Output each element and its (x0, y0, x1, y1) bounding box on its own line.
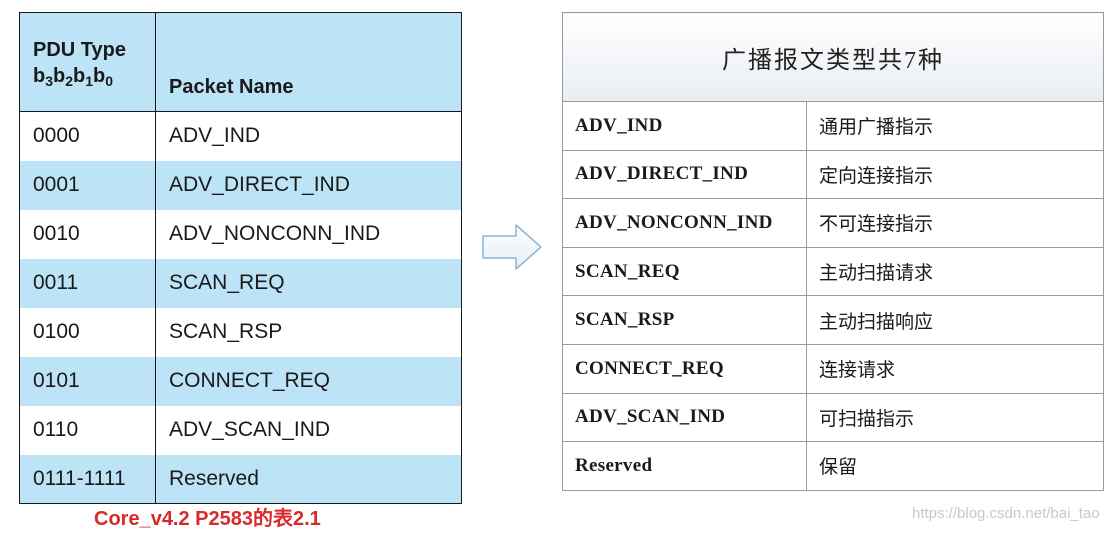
packet-code-cell: CONNECT_REQ (562, 343, 807, 394)
watermark-text: https://blog.csdn.net/bai_tao (912, 505, 1100, 522)
packet-name-cell: SCAN_RSP (155, 307, 462, 357)
packet-name-cell: SCAN_REQ (155, 258, 462, 308)
packet-desc-cell: 定向连接指示 (806, 149, 1104, 200)
packet-desc-cell: 主动扫描请求 (806, 246, 1104, 297)
adv-table-header-row: 广播报文类型共7种 (562, 12, 1104, 102)
packet-name-cell: ADV_NONCONN_IND (155, 209, 462, 259)
packet-desc-cell: 保留 (806, 441, 1104, 491)
pdu-bits-label: b3b2b1b0 (33, 65, 114, 89)
packet-desc-cell: 连接请求 (806, 343, 1104, 394)
packet-desc-cell: 主动扫描响应 (806, 295, 1104, 345)
pdu-type-cell: 0001 (19, 160, 156, 210)
packet-code-cell: SCAN_REQ (562, 246, 807, 297)
packet-code-cell: ADV_NONCONN_IND (562, 198, 807, 248)
pdu-type-cell: 0101 (19, 356, 156, 406)
packet-desc-cell: 不可连接指示 (806, 198, 1104, 248)
table-caption: Core_v4.2 P2583的表2.1 (94, 508, 321, 530)
packet-name-header: Packet Name (155, 12, 462, 112)
packet-name-cell: ADV_IND (155, 111, 462, 161)
packet-desc-cell: 可扫描指示 (806, 392, 1104, 443)
packet-name-cell: CONNECT_REQ (155, 356, 462, 406)
packet-desc-cell: 通用广播指示 (806, 101, 1104, 151)
packet-code-cell: ADV_SCAN_IND (562, 392, 807, 443)
packet-code-cell: Reserved (562, 441, 807, 491)
packet-code-cell: ADV_IND (562, 101, 807, 151)
packet-name-cell: Reserved (155, 454, 462, 504)
pdu-type-cell: 0011 (19, 258, 156, 308)
packet-name-cell: ADV_SCAN_IND (155, 405, 462, 455)
pdu-type-cell: 0110 (19, 405, 156, 455)
pdu-type-cell: 0000 (19, 111, 156, 161)
pdu-type-header: PDU Type b3b2b1b0 (19, 12, 156, 112)
packet-code-cell: SCAN_RSP (562, 295, 807, 345)
packet-code-cell: ADV_DIRECT_IND (562, 149, 807, 200)
pdu-type-cell: 0100 (19, 307, 156, 357)
adv-table-title: 广播报文类型共7种 (562, 12, 1104, 102)
pdu-table-header-row: PDU Type b3b2b1b0 Packet Name (19, 12, 462, 112)
pdu-type-header-label: PDU Type (33, 39, 126, 61)
right-arrow-icon (482, 224, 542, 270)
packet-name-cell: ADV_DIRECT_IND (155, 160, 462, 210)
pdu-type-cell: 0111-1111 (19, 454, 156, 504)
pdu-type-cell: 0010 (19, 209, 156, 259)
